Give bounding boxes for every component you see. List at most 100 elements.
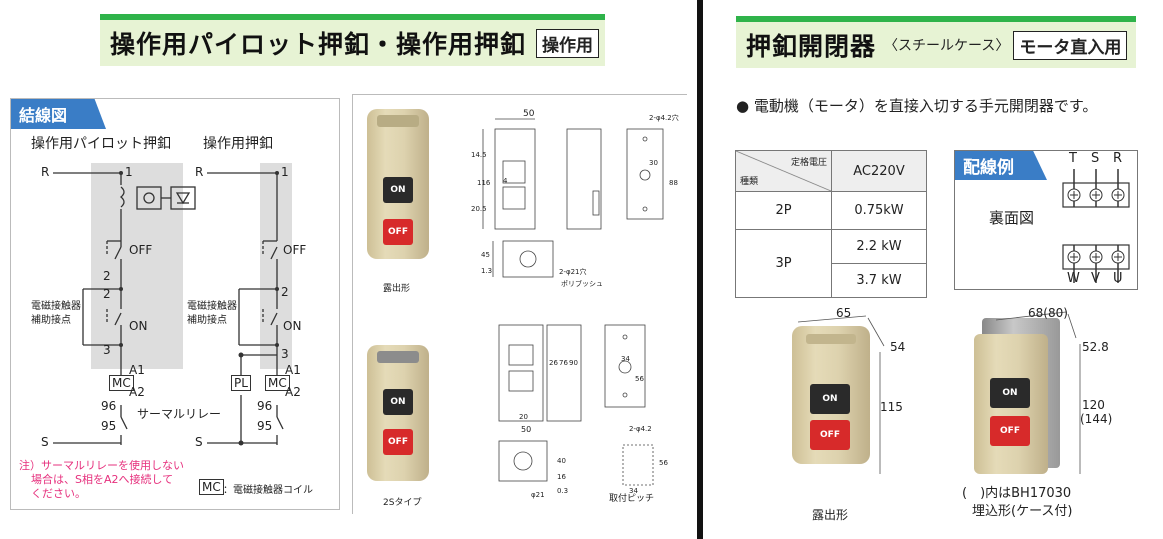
right-description: ● 電動機（モータ）を直接入切する手元開閉器です。 — [736, 97, 1098, 115]
exposed-top-cap — [806, 334, 856, 344]
dim-b20: 20 — [519, 413, 528, 421]
a1-label-1: A1 — [129, 363, 145, 377]
photo-top-cap-2 — [377, 351, 419, 363]
dim-b26: 26 — [549, 359, 558, 367]
off-label-1: OFF — [129, 243, 153, 257]
table-diag-header: 定格電圧 種類 — [736, 151, 831, 191]
n96-label-1: 96 — [101, 399, 117, 413]
left-title-band: 操作用パイロット押釦・操作用押釦 操作用 — [100, 14, 605, 66]
2s-off-button: OFF — [383, 429, 413, 455]
note-line3: ください。 — [31, 487, 86, 500]
exposed-off-button: OFF — [810, 420, 850, 450]
on-label-1: ON — [129, 319, 148, 333]
note-line2: 場合は、S相をA2へ接続して — [31, 473, 174, 486]
aux2-label-2: 補助接点 — [187, 315, 227, 326]
right-subtitle: 〈スチールケース〉 — [884, 38, 1010, 54]
dim-b40: 40 — [557, 457, 566, 465]
thermal-label: サーマルリレー — [137, 407, 222, 421]
terminal-u: U — [1113, 271, 1123, 286]
wiring-lines — [53, 171, 284, 446]
mc-legend: ：電磁接触器コイル — [223, 485, 313, 496]
wiring-diagram: 結線図 操作用パイロット押釦 操作用押釦 — [10, 98, 340, 510]
dim-4: 4 — [503, 177, 508, 185]
exposed-caption: 露出形 — [812, 508, 849, 522]
dim-w50: 50 — [523, 109, 535, 119]
mc-legend-box: MC — [199, 479, 224, 495]
flush-width: 68(80) — [1028, 306, 1068, 320]
wiring-header: 結線図 — [11, 99, 106, 129]
photo-top-cap — [377, 115, 419, 127]
terminal-r: R — [1113, 151, 1123, 166]
2s-switch-photo: ON OFF — [367, 345, 429, 481]
dim-145: 14.5 — [471, 151, 487, 159]
left-tag: 操作用 — [536, 28, 600, 58]
dim-205: 20.5 — [471, 205, 487, 213]
terminal-t: T — [1069, 151, 1077, 166]
dim-45: 45 — [481, 251, 490, 259]
exposed-width: 65 — [836, 306, 852, 320]
row-3p-type: 3P — [735, 229, 832, 298]
dim-b76: 76 — [559, 359, 568, 367]
flush-dimension-lines — [995, 311, 1081, 474]
pl-box: PL — [231, 375, 251, 391]
head-type: 種類 — [740, 177, 759, 187]
left-title: 操作用パイロット押釦・操作用押釦 — [110, 30, 527, 59]
t2b-label-1: 2 — [103, 287, 111, 301]
a2-label-2: A2 — [285, 385, 301, 399]
pilot-off-button: OFF — [383, 219, 413, 245]
a2-label-1: A2 — [129, 385, 145, 399]
col1-title: 操作用パイロット押釦 — [31, 136, 171, 152]
terminal-v: V — [1091, 271, 1100, 286]
t3-label-2: 3 — [281, 347, 289, 361]
s-label-2: S — [195, 435, 203, 449]
n96-label-2: 96 — [257, 399, 273, 413]
t2-label-2: 2 — [281, 285, 289, 299]
flush-off-button: OFF — [990, 416, 1030, 446]
flush-caption-2: 埋込形(ケース付) — [972, 504, 1073, 519]
wiring-example-header: 配線例 — [955, 151, 1047, 180]
exposed-height: 115 — [880, 400, 903, 414]
aux2-label-1: 補助接点 — [31, 315, 71, 326]
2s-on-button: ON — [383, 389, 413, 415]
aux1-label-2: 電磁接触器 — [187, 301, 237, 312]
right-title: 押釦開閉器 — [746, 32, 877, 61]
flush-on-button: ON — [990, 378, 1030, 408]
n95-label-2: 95 — [257, 419, 273, 433]
dim-p34: 34 — [629, 487, 638, 495]
dim-b90: 90 — [569, 359, 578, 367]
dim-b16: 16 — [557, 473, 566, 481]
dim-13: 1.3 — [481, 267, 493, 275]
mc-box-2: MC — [265, 375, 290, 391]
right-title-band: 押釦開閉器 〈スチールケース〉 モータ直入用 — [736, 16, 1136, 68]
product-drawings: ON OFF 露出形 ON OFF 2Sタイプ 50 2-φ4.2穴 14.5 — [352, 94, 687, 514]
spec-table: 定格電圧 種類 AC220V 2P 0.75kW 3P 2.2 kW 3.7 k… — [735, 150, 927, 298]
s-label-1: S — [41, 435, 49, 449]
head-rated: 定格電圧 — [790, 158, 827, 168]
rear-view-label: 裏面図 — [989, 209, 1035, 227]
row-2p-type: 2P — [735, 191, 832, 230]
dim-116: 116 — [477, 179, 491, 187]
t1-label-1: 1 — [125, 165, 133, 179]
dim-88: 88 — [669, 179, 678, 187]
dim-b34: 34 — [621, 355, 630, 363]
exposed-switch-photo: ON OFF — [792, 326, 870, 464]
terminal-w: W — [1067, 271, 1080, 286]
panel-divider — [697, 0, 703, 539]
dim-b50: 50 — [521, 425, 532, 434]
mc-box-1: MC — [109, 375, 134, 391]
dim-hole3: 2-φ4.2 — [629, 425, 652, 433]
shade-2 — [260, 163, 292, 369]
on-label-2: ON — [283, 319, 302, 333]
terminal-s: S — [1091, 151, 1100, 166]
flush-switch-photo: ON OFF — [974, 334, 1048, 474]
flush-caption-1: ( )内はBH17030 — [962, 486, 1072, 501]
dim-hole2: 2-φ21穴 — [559, 268, 587, 276]
exposed-on-button: ON — [810, 384, 850, 414]
caption-exposed: 露出形 — [383, 284, 411, 294]
r-label-1: R — [41, 165, 50, 179]
upper-dimension-drawing — [482, 118, 664, 278]
col2-title: 操作用押釦 — [203, 136, 273, 152]
caption-2s: 2Sタイプ — [383, 498, 422, 508]
flush-height-2: (144) — [1080, 412, 1113, 426]
dim-b03: 0.3 — [557, 487, 569, 495]
